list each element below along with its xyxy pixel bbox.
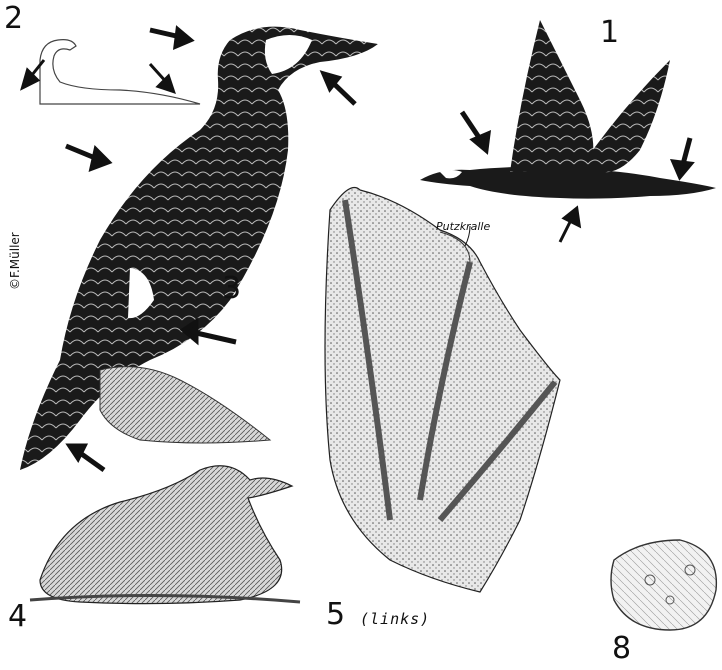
figure-number-3: 3	[222, 274, 241, 304]
arrow-eye	[324, 74, 355, 104]
figure-number-8: 8	[612, 634, 631, 664]
arrow-head-top	[150, 30, 190, 46]
arrow-tail	[70, 446, 104, 470]
figure-number-1: 1	[600, 18, 619, 48]
fig4-nesting-cormorant	[30, 466, 300, 604]
arrow-sketch-right	[150, 64, 172, 90]
fig1-flying-cormorant	[420, 20, 716, 199]
arrow-legs	[184, 322, 236, 342]
fig2-outline-sketch	[40, 40, 200, 104]
figure-number-5: 5	[326, 600, 345, 630]
arrow-back	[66, 146, 108, 168]
arrow-sketch-left	[24, 60, 44, 86]
fig8-pellet	[611, 540, 716, 630]
arrow-flight-tail	[674, 138, 690, 176]
fig3-standing-cormorant	[20, 27, 378, 470]
author-credit: ©F.Müller	[8, 232, 22, 290]
fig5-webbed-foot	[325, 188, 560, 593]
caption-links: (links)	[360, 610, 430, 628]
arrow-flight-belly	[560, 210, 578, 242]
figure-number-2: 2	[4, 4, 23, 34]
arrow-flight-neck	[462, 112, 488, 150]
figure-number-4: 4	[8, 602, 27, 632]
putzkralle-label: Putzkralle	[436, 220, 490, 233]
